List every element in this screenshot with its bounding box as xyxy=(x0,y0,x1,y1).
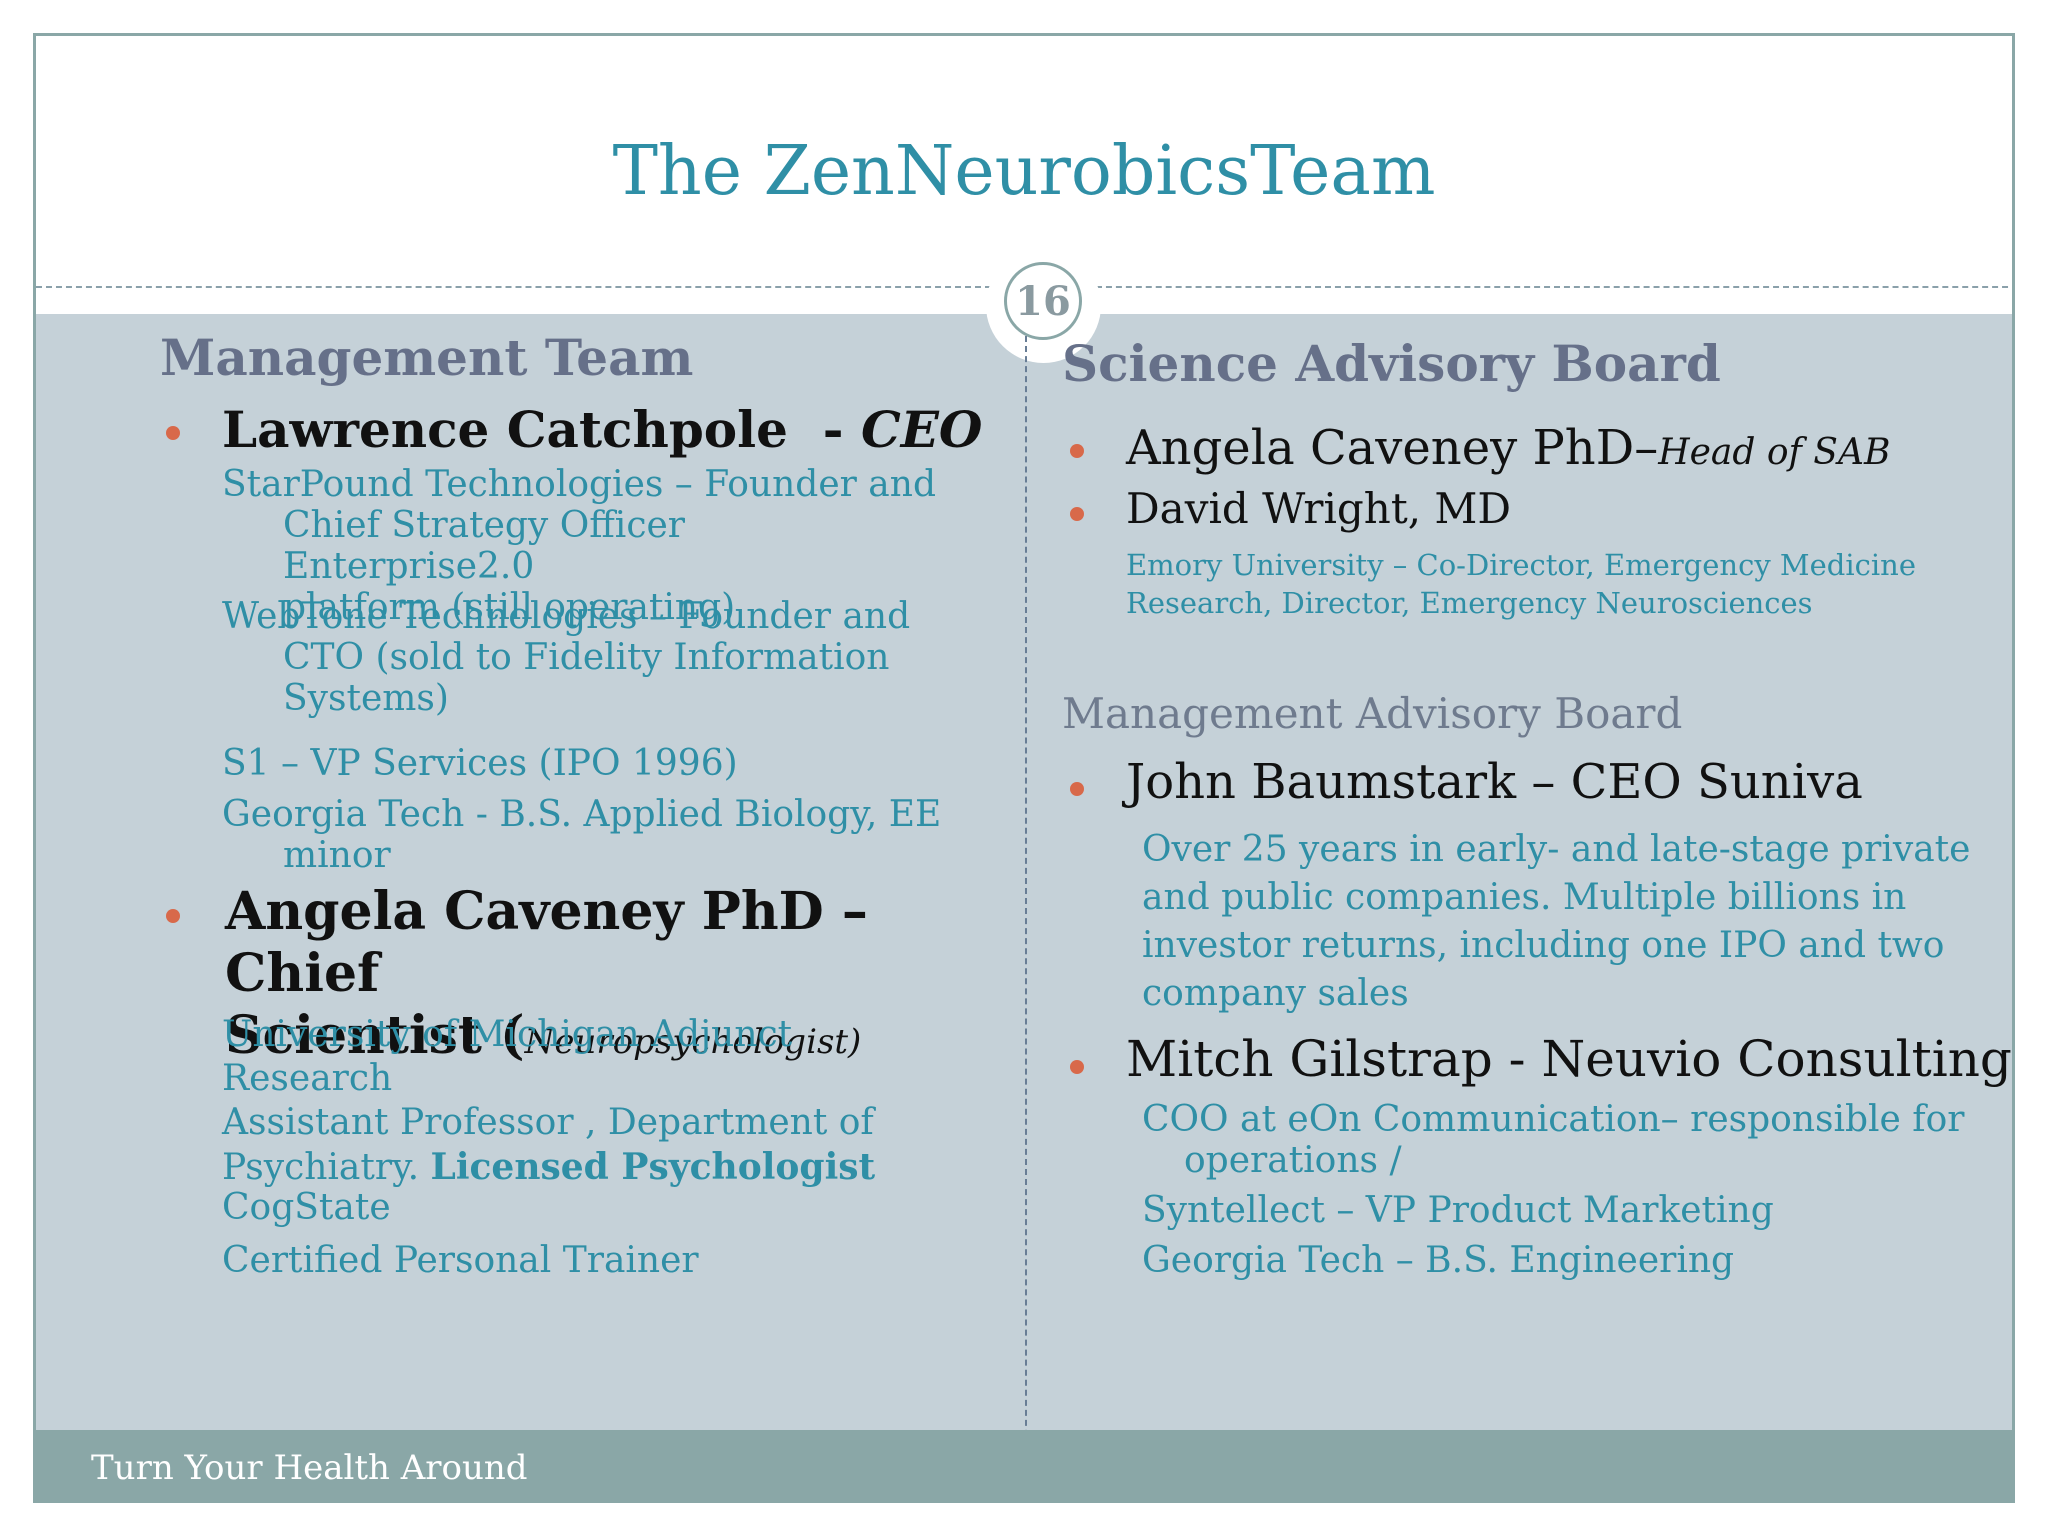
bullet-icon xyxy=(1070,444,1084,458)
bullet-icon xyxy=(166,426,180,440)
content-panel xyxy=(36,314,2012,1469)
bullet-icon xyxy=(1070,1060,1084,1074)
person-role: Head of SAB xyxy=(1658,432,1891,473)
item-text: Assistant Professor , Department of xyxy=(222,1102,874,1143)
mab-baumstark: John Baumstark – CEO Suniva xyxy=(1126,754,1863,810)
mab-baumstark-detail: Over 25 years in early- and late-stage p… xyxy=(1142,826,1970,1018)
catchpole-item-webtone: WebTone Technologies – Founder and CTO (… xyxy=(222,596,942,719)
sab-wright: David Wright, MD xyxy=(1126,484,1512,533)
person-caveney: Angela Caveney PhD – Chief Scientist (Ne… xyxy=(225,881,1005,1073)
item-text: COO at eOn Communication– responsible fo… xyxy=(1142,1099,1965,1140)
column-divider xyxy=(1025,336,1027,1456)
item-text: and public companies. Multiple billions … xyxy=(1142,877,1907,918)
item-text: Chief Strategy Officer Enterprise2.0 xyxy=(283,505,685,587)
caveney-item-cogstate: CogState xyxy=(222,1187,391,1228)
person-name: Angela Caveney PhD – Chief xyxy=(225,881,868,1004)
catchpole-item-starpound: StarPound Technologies – Founder and Chi… xyxy=(222,464,942,628)
item-text: Over 25 years in early- and late-stage p… xyxy=(1142,829,1971,870)
person-name: Angela Caveney PhD– xyxy=(1126,420,1659,476)
management-team-heading: Management Team xyxy=(160,328,694,387)
item-text: operations / xyxy=(1184,1140,1402,1181)
bullet-icon xyxy=(1070,782,1084,796)
item-text: Emory University – Co-Director, Emergenc… xyxy=(1126,548,1916,582)
item-text: platform (still operating) xyxy=(283,587,736,628)
item-text: minor xyxy=(283,835,391,876)
person-name: Scientist ( xyxy=(225,1005,525,1066)
management-advisory-board-heading: Management Advisory Board xyxy=(1062,689,1683,738)
item-text: investor returns, including one IPO and … xyxy=(1142,925,1945,966)
slide-frame: The ZenNeurobicsTeam 16 Management Team … xyxy=(33,33,2015,1503)
sab-caveney: Angela Caveney PhD–Head of SAB xyxy=(1126,420,1890,476)
item-text: WebTone Technologies – Founder and xyxy=(222,596,911,637)
title-divider-right xyxy=(1096,286,2012,288)
person-role: CEO xyxy=(860,400,983,459)
item-text: Systems) xyxy=(283,678,449,719)
page-number-badge: 16 xyxy=(1004,262,1082,340)
person-catchpole: Lawrence Catchpole - CEO xyxy=(222,400,982,459)
item-text: Psychiatry. xyxy=(222,1147,431,1188)
science-advisory-board-heading: Science Advisory Board xyxy=(1062,334,1721,393)
sab-wright-detail: Emory University – Co-Director, Emergenc… xyxy=(1126,546,1916,622)
item-text: company sales xyxy=(1142,973,1409,1014)
mab-gilstrap: Mitch Gilstrap - Neuvio Consulting xyxy=(1126,1030,2012,1088)
item-text-bold: Licensed Psychologist xyxy=(430,1146,876,1188)
footer-text: Turn Your Health Around xyxy=(91,1448,528,1488)
item-text: University of Michigan Adjunct Research xyxy=(222,1014,793,1099)
gilstrap-item-syntellect: Syntellect – VP Product Marketing xyxy=(1142,1190,1774,1231)
slide-title: The ZenNeurobicsTeam xyxy=(612,132,1436,211)
caveney-item-trainer: Certified Personal Trainer xyxy=(222,1240,699,1281)
item-text: CTO (sold to Fidelity Information xyxy=(283,637,890,678)
page-number: 16 xyxy=(1015,277,1071,325)
gilstrap-item-georgia-tech: Georgia Tech – B.S. Engineering xyxy=(1142,1240,1735,1281)
bullet-icon xyxy=(1070,507,1084,521)
person-role: Neuropsychologist) xyxy=(524,1022,862,1062)
item-text: StarPound Technologies – Founder and xyxy=(222,464,936,505)
title-divider-left xyxy=(36,286,991,288)
catchpole-item-s1: S1 – VP Services (IPO 1996) xyxy=(222,743,942,784)
bullet-icon xyxy=(166,909,180,923)
person-name: Lawrence Catchpole - xyxy=(222,400,861,459)
item-text: S1 – VP Services (IPO 1996) xyxy=(222,743,738,784)
caveney-description: University of Michigan Adjunct Research … xyxy=(222,1013,962,1190)
item-text: Georgia Tech - B.S. Applied Biology, EE xyxy=(222,794,942,835)
item-text: Research, Director, Emergency Neuroscien… xyxy=(1126,586,1813,620)
gilstrap-item-eon: COO at eOn Communication– responsible fo… xyxy=(1142,1099,2002,1181)
footer-bar: Turn Your Health Around xyxy=(36,1430,2012,1500)
catchpole-item-georgia-tech: Georgia Tech - B.S. Applied Biology, EE … xyxy=(222,794,942,876)
